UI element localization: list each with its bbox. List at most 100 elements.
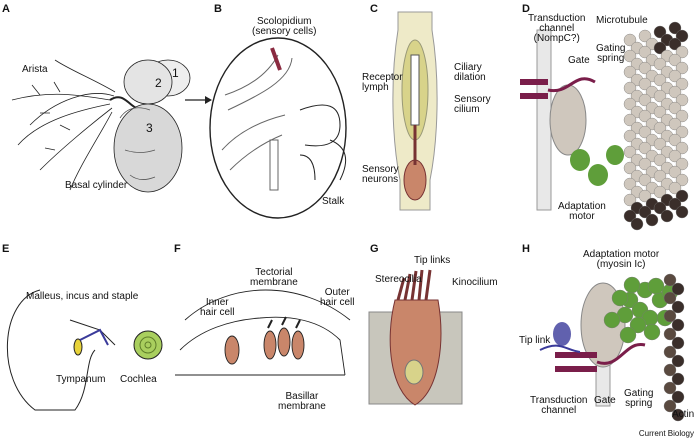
- microtubule-bead: [675, 189, 689, 203]
- microtubule-bead: [675, 29, 689, 43]
- label-cochlea: Cochlea: [120, 374, 157, 385]
- label-segment-3: 3: [146, 121, 153, 135]
- panel-letter-e: E: [2, 243, 10, 255]
- microtubule-bead: [675, 173, 689, 187]
- microtubule-bead: [668, 133, 682, 147]
- microtubule-bead: [668, 197, 682, 211]
- microtubule-bead: [668, 165, 682, 179]
- panel-letter-h: H: [522, 243, 530, 255]
- label-arista: Arista: [22, 64, 48, 75]
- myosin-bead: [643, 323, 661, 341]
- label-scolopidium: Scolopidium (sensory cells): [252, 16, 317, 37]
- organ-of-corti-illustration: [175, 289, 351, 376]
- microtubule-bead: [623, 177, 637, 191]
- ear-illustration: [7, 289, 163, 411]
- label-segment-1: 1: [172, 66, 179, 80]
- microtubule-bead: [653, 201, 667, 215]
- actin-bead: [663, 381, 677, 395]
- label-transduction-channel-nompc: Transduction channel (NompC?): [528, 13, 586, 44]
- label-tip-links-g: Tip links: [414, 255, 451, 266]
- label-gate-h: Gate: [594, 395, 616, 406]
- label-gating-spring-h: Gating spring: [624, 388, 654, 409]
- microtubule-bead: [653, 137, 667, 151]
- microtubule-bead: [653, 89, 667, 103]
- label-basal-cylinder: Basal cylinder: [65, 180, 128, 191]
- microtubule-bead: [623, 33, 637, 47]
- hair-cell-transduction-complex: [539, 282, 646, 407]
- microtubule-bead: [675, 77, 689, 91]
- microtubule-bead: [645, 213, 659, 227]
- label-transduction-channel-h: Transduction channel: [530, 395, 588, 416]
- actin-bead: [663, 399, 677, 413]
- actin-bead: [663, 273, 677, 287]
- actin-bead: [671, 354, 685, 368]
- panel-letter-a: A: [2, 3, 10, 15]
- hair-cell-illustration: [368, 269, 463, 406]
- microtubule-bead: [623, 145, 637, 159]
- microtubule-bead: [668, 53, 682, 67]
- actin-bead: [663, 363, 677, 377]
- microtubule-bead: [668, 149, 682, 163]
- microtubule-bead: [668, 101, 682, 115]
- microtubule-bead: [638, 61, 652, 75]
- actin-bead: [671, 318, 685, 332]
- label-gate-d: Gate: [568, 55, 590, 66]
- microtubule-bead: [675, 157, 689, 171]
- microtubule-bead: [638, 125, 652, 139]
- antenna-illustration: [11, 59, 191, 193]
- label-sensory-cilium: Sensory cilium: [454, 94, 491, 115]
- actin-bead: [671, 336, 685, 350]
- actin-filament-beads: [663, 273, 685, 422]
- microtubule-bead: [623, 65, 637, 79]
- microtubule-bead: [653, 185, 667, 199]
- microtubule-bead: [638, 157, 652, 171]
- microtubule-bead: [668, 37, 682, 51]
- label-stalk: Stalk: [322, 196, 345, 207]
- label-basillar-membrane: Basillar membrane: [278, 391, 326, 412]
- panel-letter-c: C: [370, 3, 378, 15]
- microtubule-bead: [653, 57, 667, 71]
- microtubule-bead: [668, 21, 682, 35]
- microtubule-bead: [638, 141, 652, 155]
- label-ciliary-dilation: Ciliary dilation: [454, 62, 486, 83]
- microtubule-bead: [653, 169, 667, 183]
- label-tympanum: Tympanum: [56, 374, 106, 385]
- label-stereocilia: Stereocilia: [375, 274, 422, 285]
- label-actin: Actin: [672, 409, 695, 420]
- microtubule-bead: [675, 125, 689, 139]
- microtubule-bead: [653, 105, 667, 119]
- microtubule-bead: [653, 25, 667, 39]
- myosin-bead: [611, 289, 629, 307]
- microtubule-bead: [675, 45, 689, 59]
- microtubule-bead: [653, 153, 667, 167]
- microtubule-bead: [675, 205, 689, 219]
- microtubule-bead: [638, 109, 652, 123]
- microtubule-bead: [623, 161, 637, 175]
- microtubule-bead: [638, 29, 652, 43]
- microtubule-bead: [660, 209, 674, 223]
- chordotonal-organ-illustration: [209, 37, 347, 219]
- panel-letter-f: F: [174, 243, 181, 255]
- label-microtubule: Microtubule: [596, 15, 648, 26]
- myosin-bead: [619, 326, 637, 344]
- microtubule-bead: [668, 181, 682, 195]
- actin-bead: [671, 372, 685, 386]
- myosin-bead: [629, 316, 647, 334]
- label-ossicles: Malleus, incus and staple: [26, 291, 139, 302]
- actin-bead: [663, 345, 677, 359]
- microtubule-bead: [623, 49, 637, 63]
- microtubule-bead: [638, 189, 652, 203]
- microtubule-bead: [653, 121, 667, 135]
- label-gating-spring-d: Gating spring: [596, 43, 626, 64]
- label-kinocilium: Kinocilium: [452, 277, 498, 288]
- myosin-bead: [647, 277, 665, 295]
- label-inner-hair-cell: Inner hair cell: [200, 297, 235, 318]
- sensory-neuron-illustration: [392, 11, 438, 211]
- label-adaptation-motor-d: Adaptation motor: [558, 201, 606, 222]
- label-adaptation-motor-h: Adaptation motor (myosin Ic): [583, 249, 660, 270]
- label-sensory-neurons: Sensory neurons: [362, 164, 399, 185]
- microtubule-bead: [623, 97, 637, 111]
- microtubule-bead: [623, 113, 637, 127]
- actin-bead: [671, 282, 685, 296]
